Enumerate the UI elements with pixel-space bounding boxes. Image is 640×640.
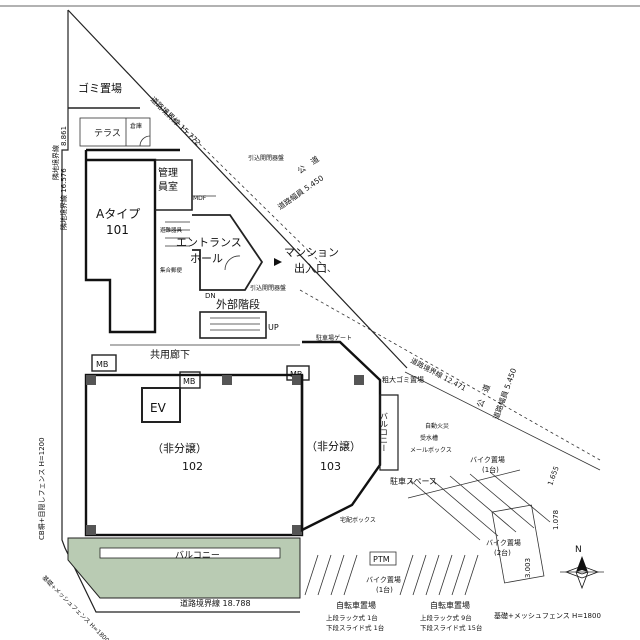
ptm-box — [369, 551, 397, 566]
boundary-right-label: 道路境界線 12.471 — [409, 356, 468, 393]
bike-top-count: (1台) — [482, 465, 499, 474]
boundary-left-label: 隣地境界線 16.576 — [59, 168, 68, 230]
mb-label-1: MB — [96, 360, 108, 369]
entrance-arrow-icon — [274, 258, 282, 266]
intercom-a-label: 引込開閉器盤 — [250, 284, 286, 292]
fence-bottom-label: 基礎+メッシュフェンス H=1800 — [494, 611, 601, 620]
balcony-103-area — [379, 394, 399, 471]
intercom-top-label: 引込開閉器盤 — [248, 154, 284, 162]
dim-861-label: 8.861 — [60, 126, 68, 146]
mansion-entrance-label-2: 出入口 — [294, 261, 327, 275]
dim-1655-label: 1.655 — [546, 465, 560, 487]
outer-stairs-box — [199, 311, 267, 339]
bicycle-1-upper: 上段ラック式 1台 — [326, 613, 378, 622]
stair-up-label: UP — [268, 323, 279, 332]
balcony-103-label: バルコニー — [380, 412, 389, 452]
terrace-area — [79, 117, 151, 147]
entrance-inner-stairs — [165, 221, 190, 247]
bicycle-2-lower: 下段スライド式 15台 — [420, 623, 482, 632]
manager-label-2: 員室 — [158, 180, 178, 193]
outer-stairs-treads — [210, 317, 260, 331]
unit-102-columns — [86, 375, 364, 535]
fence-left-label: CB塀+目隠しフェンス H=1200 — [37, 437, 46, 540]
elevator-label: EV — [150, 401, 167, 415]
boundary-top-label: 道路境界線 15.772 — [149, 94, 204, 147]
mailbox-label: メールボックス — [410, 446, 452, 454]
unit-102-walls — [84, 373, 304, 537]
outer-stairs-label: 外部階段 — [216, 297, 260, 311]
stair-dn-label: DN — [205, 292, 216, 300]
unit-102-number: 102 — [182, 460, 203, 473]
ptm-label: PTM — [373, 555, 390, 564]
intercom-c-label: 受水槽 — [420, 434, 438, 442]
manager-label-1: 管理 — [158, 166, 178, 179]
balcony-102-railing — [99, 547, 281, 559]
terrace-label: テラス — [94, 128, 121, 139]
site-boundary-left-bottom — [61, 10, 300, 613]
terrace-door-arc — [139, 135, 151, 147]
road-2-label: 公 道 — [474, 383, 492, 409]
road-1-width: 道路幅員 5.450 — [275, 172, 325, 211]
parking-label: 駐車スペース — [390, 476, 437, 486]
balcony-102-label: バルコニー — [175, 550, 220, 561]
elevator-shaft — [141, 387, 181, 423]
site-boundary-diagonal — [67, 9, 408, 369]
road-boundary-upper — [164, 109, 331, 273]
parking-gate-label: 駐車場ゲート — [316, 334, 352, 342]
entrance-small-2: 集合郵便 — [160, 266, 183, 274]
boundary-bottom-label: 道路境界線 18.788 — [180, 598, 251, 608]
bike-right-area — [491, 504, 545, 584]
bike-right-count: (2台) — [494, 548, 511, 557]
road-edge-right — [404, 371, 601, 471]
mansion-entrance-label-1: マンション — [284, 246, 339, 259]
entrance-door-arc — [224, 255, 241, 271]
bike-bottom-count: (1台) — [376, 585, 393, 594]
unit-103-status: （非分譲） — [306, 439, 361, 453]
balcony-102-area — [67, 537, 301, 599]
entrance-label-1: エントランス — [176, 236, 242, 249]
bike-top-label: バイク置場 — [470, 455, 505, 464]
unit-102-status: （非分譲） — [152, 441, 207, 455]
storage-label: 倉庫 — [130, 122, 142, 130]
bicycle-1-lower: 下段スライド式 1台 — [326, 623, 384, 632]
road-boundary-right — [299, 289, 601, 461]
bike-right-label: バイク置場 — [486, 538, 521, 547]
unit-103-number: 103 — [320, 460, 341, 473]
entrance-label-2: ホール — [190, 252, 223, 265]
mb-box-1 — [91, 354, 117, 372]
mb-box-2 — [179, 371, 201, 389]
bike-bottom-label: バイク置場 — [366, 575, 401, 584]
bicycle-2-label: 自転車置場 — [430, 600, 470, 610]
entrance-hall-walls — [192, 214, 264, 291]
dim-3003-label: 3.003 — [524, 558, 532, 578]
mdf-label: MDF — [193, 195, 207, 202]
manager-room-walls — [155, 159, 193, 211]
bicycle-1-label: 自転車置場 — [336, 600, 376, 610]
bicycle-2-upper: 上段ラック式 9台 — [420, 613, 472, 622]
corridor-label: 共用廊下 — [150, 348, 190, 361]
unit-101-type: Aタイプ — [96, 207, 140, 221]
mb-label-2: MB — [183, 377, 195, 386]
unit-101-number: 101 — [106, 223, 129, 237]
unit-103-walls — [300, 340, 382, 532]
boundary-left2-label: 隣地境界線 — [51, 145, 60, 180]
delivery-label: 宅配ボックス — [340, 516, 376, 524]
road-2-width: 道路幅員 5.450 — [490, 366, 518, 420]
intercom-b-label: 自動火災 — [425, 422, 449, 430]
dim-1078-label: 1.078 — [552, 510, 560, 530]
north-arrow-icon — [560, 556, 604, 590]
north-label: N — [575, 545, 582, 555]
garbage-big-label: 粗大ゴミ置場 — [382, 375, 424, 384]
parking-hatch — [407, 469, 551, 541]
bicycle-hatch — [304, 554, 479, 596]
garbage-label: ゴミ置場 — [78, 81, 122, 95]
road-1-label: 公 道 — [295, 154, 320, 176]
unit-101-walls — [84, 150, 157, 334]
